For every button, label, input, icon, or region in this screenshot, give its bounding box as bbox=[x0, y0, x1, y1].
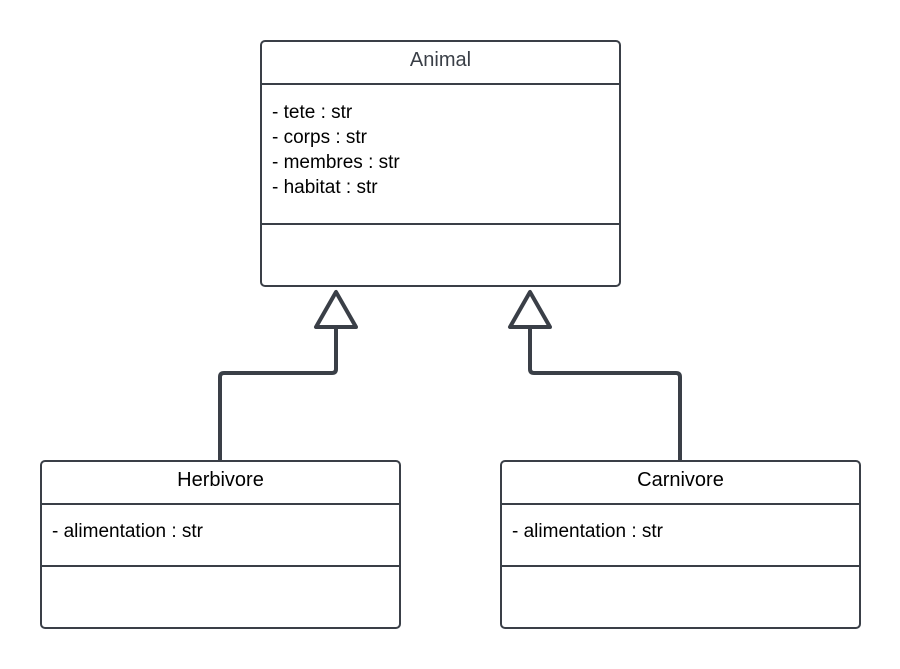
herbivore-inheritance-line bbox=[218, 325, 338, 462]
attribute-alimentation: - alimentation : str bbox=[52, 521, 203, 542]
class-animal-name: Animal bbox=[409, 49, 472, 71]
class-carnivore[interactable]: Carnivore - alimentation : str bbox=[500, 460, 861, 629]
class-herbivore-name: Herbivore bbox=[177, 469, 264, 491]
carnivore-inheritance-line bbox=[528, 325, 682, 462]
class-carnivore-attributes: - alimentation : str bbox=[512, 519, 849, 544]
attribute-membres: - membres : str bbox=[272, 152, 400, 173]
herbivore-inheritance-arrowhead bbox=[314, 290, 358, 329]
class-herbivore-attributes: - alimentation : str bbox=[52, 519, 389, 544]
class-animal[interactable]: Animal - tete : str - corps : str - memb… bbox=[260, 40, 621, 287]
class-herbivore-attributes-divider bbox=[42, 565, 399, 567]
class-carnivore-name: Carnivore bbox=[637, 469, 724, 491]
attribute-corps: - corps : str bbox=[272, 127, 368, 148]
attribute-habitat: - habitat : str bbox=[272, 177, 378, 198]
class-herbivore-name-divider bbox=[42, 503, 399, 505]
attribute-alimentation: - alimentation : str bbox=[512, 521, 663, 542]
attribute-tete: - tete : str bbox=[272, 102, 353, 123]
carnivore-inheritance-arrowhead bbox=[508, 290, 552, 329]
class-animal-name-divider bbox=[262, 83, 619, 85]
class-carnivore-name-divider bbox=[502, 503, 859, 505]
class-carnivore-attributes-divider bbox=[502, 565, 859, 567]
class-herbivore[interactable]: Herbivore - alimentation : str bbox=[40, 460, 401, 629]
class-animal-attributes: - tete : str - corps : str - membres : s… bbox=[272, 100, 609, 200]
class-animal-attributes-divider bbox=[262, 223, 619, 225]
